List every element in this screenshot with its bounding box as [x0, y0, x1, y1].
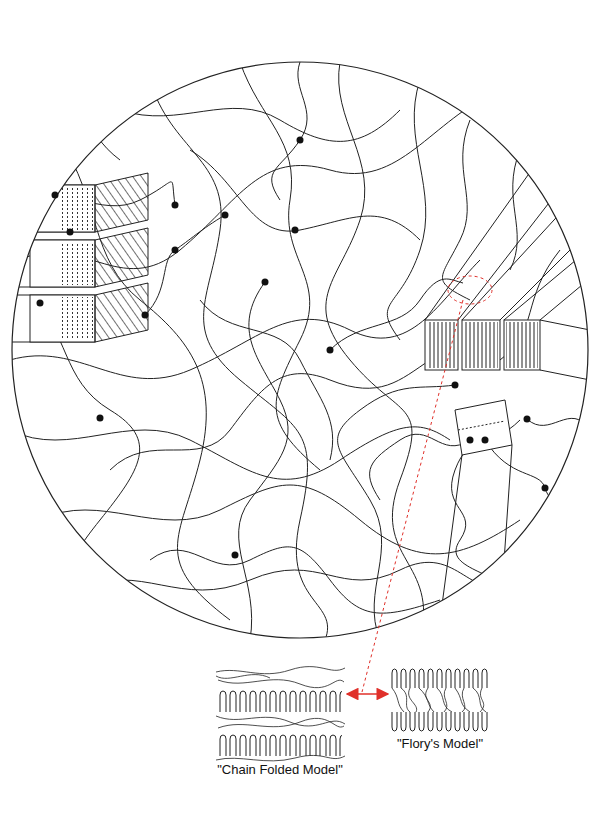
- model-figure: "Flory's Model": [380, 668, 500, 751]
- model-figure: "Chain Folded Model": [215, 668, 345, 777]
- crystal-lamellae-right: [425, 130, 600, 620]
- crystal-lamellae-left: [0, 173, 148, 342]
- flory-switchboard: [390, 668, 490, 732]
- model-caption: "Chain Folded Model": [215, 762, 345, 777]
- chain-folded-lamellae: [216, 667, 345, 761]
- magnified-region-outline: [12, 62, 588, 638]
- model-caption: "Flory's Model": [380, 736, 500, 751]
- amorphous-chains: [10, 60, 590, 650]
- zoom-leader: [362, 276, 492, 692]
- double-arrow: [347, 693, 388, 695]
- crosslink-dots: [37, 137, 549, 559]
